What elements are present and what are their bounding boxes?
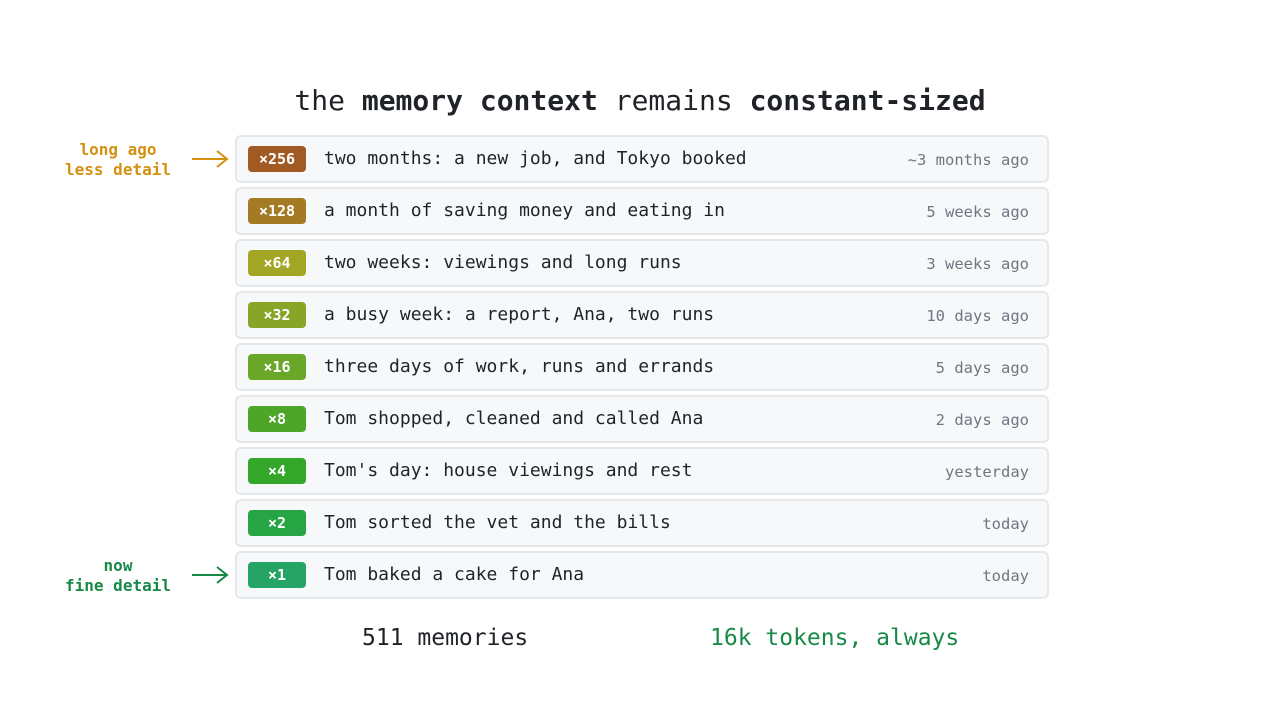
memory-age: 10 days ago bbox=[926, 307, 1029, 325]
memory-age: today bbox=[982, 515, 1029, 533]
memory-row: ×256 two months: a new job, and Tokyo bo… bbox=[235, 135, 1049, 183]
memory-age: 5 weeks ago bbox=[926, 203, 1029, 221]
compression-badge: ×2 bbox=[248, 510, 306, 536]
memory-summary: Tom shopped, cleaned and called Ana bbox=[324, 408, 704, 429]
memory-age: today bbox=[982, 567, 1029, 585]
arrow-right-icon bbox=[192, 566, 229, 584]
page-title: the memory context remains constant-size… bbox=[0, 83, 1280, 119]
arrow-right-icon bbox=[192, 150, 229, 168]
compression-badge: ×32 bbox=[248, 302, 306, 328]
memory-summary: a month of saving money and eating in bbox=[324, 200, 725, 221]
title-part-1: the bbox=[294, 84, 362, 117]
compression-badge: ×8 bbox=[248, 406, 306, 432]
memory-row: ×8 Tom shopped, cleaned and called Ana 2… bbox=[235, 395, 1049, 443]
memory-summary: a busy week: a report, Ana, two runs bbox=[324, 304, 715, 325]
title-part-4: constant-sized bbox=[749, 84, 986, 117]
memory-summary: Tom's day: house viewings and rest bbox=[324, 460, 693, 481]
label-now: now fine detail bbox=[48, 556, 188, 596]
compression-badge: ×256 bbox=[248, 146, 306, 172]
memory-row: ×32 a busy week: a report, Ana, two runs… bbox=[235, 291, 1049, 339]
memory-row: ×4 Tom's day: house viewings and rest ye… bbox=[235, 447, 1049, 495]
memory-age: 5 days ago bbox=[935, 359, 1029, 377]
memory-summary: Tom baked a cake for Ana bbox=[324, 564, 585, 585]
memory-summary: two weeks: viewings and long runs bbox=[324, 252, 682, 273]
label-long-ago: long ago less detail bbox=[48, 140, 188, 180]
memory-row: ×16 three days of work, runs and errands… bbox=[235, 343, 1049, 391]
memory-row: ×2 Tom sorted the vet and the bills toda… bbox=[235, 499, 1049, 547]
label-long-ago-line-1: long ago bbox=[79, 140, 157, 159]
memory-summary: Tom sorted the vet and the bills bbox=[324, 512, 671, 533]
label-long-ago-line-2: less detail bbox=[65, 160, 171, 179]
compression-badge: ×16 bbox=[248, 354, 306, 380]
memory-summary: three days of work, runs and errands bbox=[324, 356, 715, 377]
memory-summary: two months: a new job, and Tokyo booked bbox=[324, 148, 747, 169]
label-now-line-1: now bbox=[103, 556, 133, 575]
label-now-line-2: fine detail bbox=[65, 576, 171, 595]
compression-badge: ×64 bbox=[248, 250, 306, 276]
memory-age: 2 days ago bbox=[935, 411, 1029, 429]
token-budget: 16k tokens, always bbox=[710, 625, 960, 651]
compression-badge: ×128 bbox=[248, 198, 306, 224]
compression-badge: ×4 bbox=[248, 458, 306, 484]
memory-list: ×256 two months: a new job, and Tokyo bo… bbox=[235, 135, 1049, 603]
memory-count: 511 memories bbox=[362, 625, 529, 651]
memory-row: ×64 two weeks: viewings and long runs 3 … bbox=[235, 239, 1049, 287]
compression-badge: ×1 bbox=[248, 562, 306, 588]
memory-age: yesterday bbox=[945, 463, 1029, 481]
memory-row: ×1 Tom baked a cake for Ana today bbox=[235, 551, 1049, 599]
title-part-3: remains bbox=[597, 84, 750, 117]
memory-age: 3 weeks ago bbox=[926, 255, 1029, 273]
memory-row: ×128 a month of saving money and eating … bbox=[235, 187, 1049, 235]
memory-age: ~3 months ago bbox=[907, 151, 1029, 169]
title-part-2: memory context bbox=[361, 84, 598, 117]
